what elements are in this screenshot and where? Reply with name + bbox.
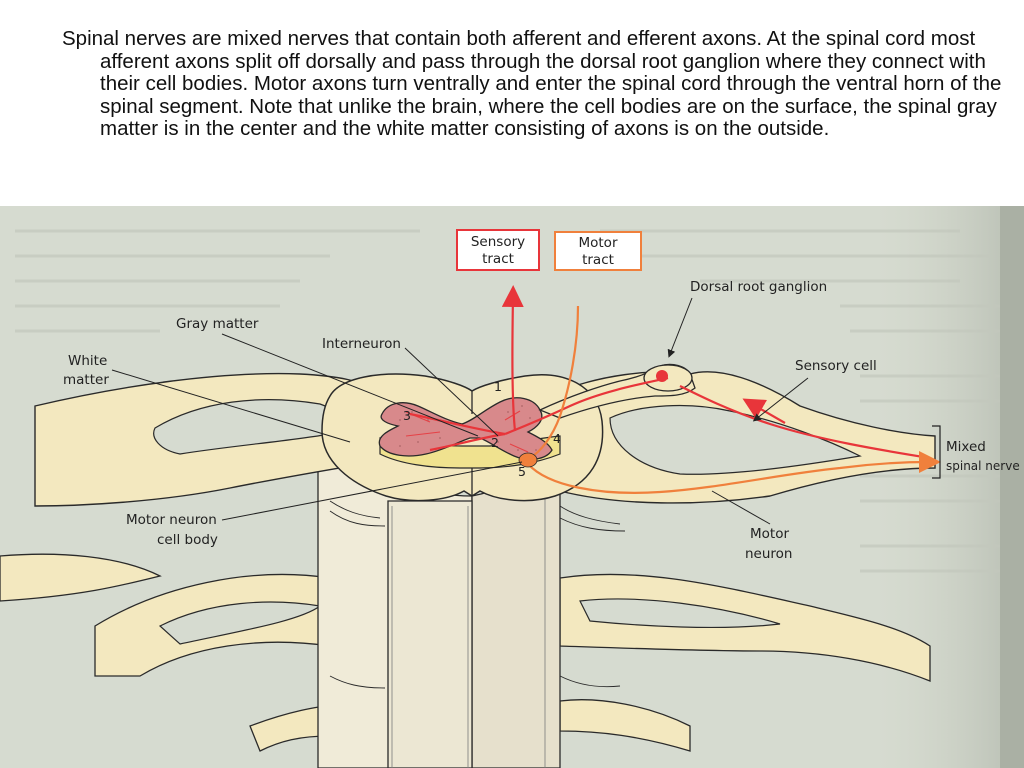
motor-neuron-cell-body-label-2: cell body <box>157 532 218 548</box>
motor-tract-box <box>554 231 642 271</box>
motor-neuron-label-1: Motor <box>750 526 789 542</box>
interneuron-label: Interneuron <box>322 336 401 352</box>
mixed-spinal-nerve-label-2: spinal nerve <box>946 459 1020 473</box>
motor-neuron-cell-body-label-1: Motor neuron <box>126 512 217 528</box>
dorsal-root-ganglion-label: Dorsal root ganglion <box>690 279 827 295</box>
gray-matter <box>378 397 553 461</box>
sensory-cell-body <box>656 370 668 382</box>
sensory-tract-box <box>456 229 540 271</box>
motor-pathway <box>527 305 941 494</box>
motor-tract-label-1: Motor <box>578 235 617 251</box>
number-1: 1 <box>494 379 502 394</box>
nerve-rootlets <box>329 500 626 689</box>
white-matter-label-2: matter <box>63 372 109 388</box>
number-5: 5 <box>518 464 526 479</box>
lower-nerve-holes <box>158 598 781 645</box>
gray-matter-fibers <box>405 410 529 453</box>
motor-neuron-cell-body <box>518 452 538 468</box>
number-3: 3 <box>403 408 411 423</box>
motor-neuron-leader <box>711 490 771 525</box>
sensory-tract-label-1: Sensory <box>471 234 525 250</box>
mixed-spinal-nerve-label-1: Mixed <box>946 439 986 455</box>
number-2: 2 <box>491 435 499 450</box>
motor-neuron-label-2: neuron <box>745 546 793 562</box>
sensory-fiber-peripheral <box>679 385 931 460</box>
sensory-fiber-central <box>504 376 669 436</box>
bleed-through-text <box>15 229 1000 573</box>
dorsal-root-ganglion-leader <box>667 297 693 358</box>
motor-neuron-cell-body-leader <box>221 461 523 521</box>
motor-tract-label-2: tract <box>582 252 614 268</box>
sensory-tract-label-2: tract <box>482 251 514 267</box>
gray-matter-leader <box>221 333 479 437</box>
sensory-cell-label: Sensory cell <box>795 358 877 374</box>
interneuron-leader <box>404 347 499 437</box>
spinal-cord-diagram: Sensory tract Motor tract Dorsal root ga… <box>0 206 1024 768</box>
motor-fiber <box>527 451 941 494</box>
motor-descending-tract <box>529 305 580 459</box>
page-edge-dark <box>1000 206 1024 768</box>
gray-matter-stipple <box>399 405 537 451</box>
nerve-openings <box>153 399 862 475</box>
gray-matter-label: Gray matter <box>176 316 259 332</box>
white-matter-leader <box>111 369 351 443</box>
mixed-nerve-bracket <box>932 425 941 479</box>
number-4: 4 <box>553 431 561 446</box>
sensory-cell-leader <box>752 377 809 422</box>
page-edge-shade <box>870 206 1024 768</box>
caption-paragraph: Spinal nerves are mixed nerves that cont… <box>62 27 1002 140</box>
spinal-cord-column <box>317 444 561 768</box>
sensory-ascending-tract <box>501 285 524 432</box>
white-matter-label-1: White <box>68 353 107 369</box>
